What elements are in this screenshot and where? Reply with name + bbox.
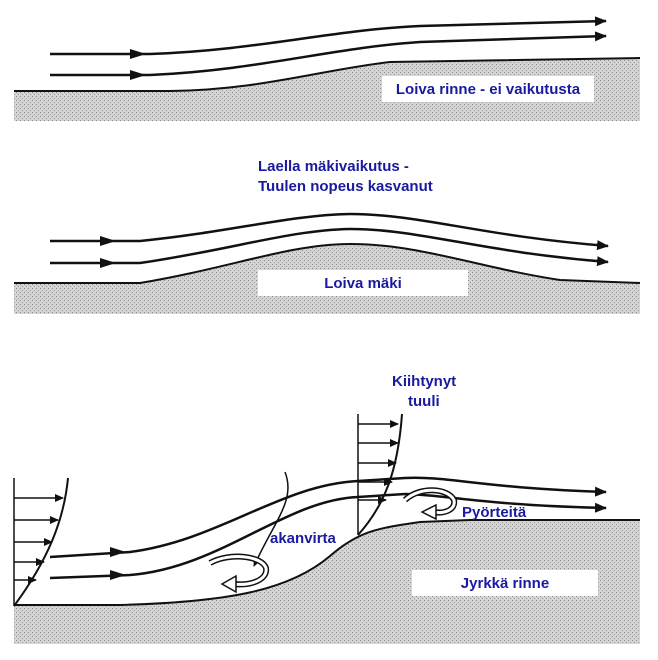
caption-hill-effect-line1: Laella mäkivaikutus - — [258, 158, 409, 175]
ground-line — [14, 242, 641, 284]
arrow-right-icon — [130, 49, 146, 59]
label-lee-current: akanvirta — [270, 530, 336, 547]
arrow-right-icon — [130, 70, 146, 80]
label-eddies: Pyörteitä — [462, 504, 527, 521]
ground-line — [14, 519, 640, 606]
wind-streamline — [50, 212, 609, 251]
velocity-profile-upwind — [13, 477, 69, 607]
label-accelerated-wind-line1: Kiihtynyt — [392, 373, 457, 390]
ground-gentle-slope — [14, 58, 640, 121]
wind-streamline — [49, 492, 607, 580]
wind-streamline — [50, 227, 609, 267]
arrow-right-icon — [100, 258, 116, 268]
ground-steep-slope — [14, 520, 640, 644]
label-steep-slope: Jyrkkä rinne — [412, 570, 598, 596]
caption-hill-effect-line2: Tuulen nopeus kasvanut — [258, 178, 433, 195]
panel-gentle-slope — [14, 16, 641, 121]
eddy-arrow-icon — [208, 553, 270, 594]
wind-streamline — [49, 476, 607, 559]
label-gentle-hill: Loiva mäki — [258, 270, 468, 296]
lee-current-pointer — [253, 471, 289, 567]
label-accelerated-wind-line2: tuuli — [408, 393, 440, 410]
arrow-right-icon — [110, 547, 126, 557]
wind-streamline — [50, 31, 607, 77]
panel-gentle-hill — [14, 212, 641, 314]
label-gentle-slope: Loiva rinne - ei vaikutusta — [382, 76, 594, 102]
ground-line — [14, 57, 641, 92]
arrow-right-icon — [110, 570, 126, 580]
velocity-profile-hilltop — [357, 413, 403, 536]
arrow-right-icon — [100, 236, 116, 246]
wind-streamline — [50, 16, 607, 56]
eddy-arrow-icon — [402, 487, 458, 521]
panel-steep-slope — [13, 413, 640, 644]
